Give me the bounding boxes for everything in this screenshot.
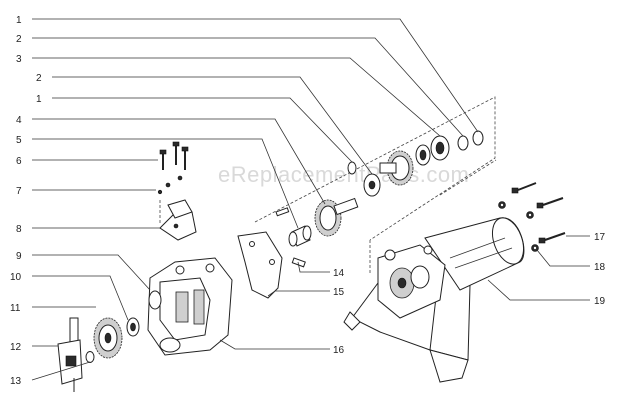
leader-lines-right bbox=[31, 18, 590, 381]
screw-6-group bbox=[157, 141, 189, 195]
pin-part bbox=[291, 257, 306, 268]
clamp-part bbox=[57, 317, 83, 392]
motor-assembly bbox=[343, 217, 525, 383]
callout-18: 18 bbox=[594, 262, 606, 273]
callout-2-upper: 2 bbox=[16, 34, 22, 45]
callout-12: 12 bbox=[10, 342, 22, 353]
callout-1-upper: 1 bbox=[16, 15, 22, 26]
assembly-guide-lines bbox=[159, 96, 497, 275]
screw-17-group bbox=[511, 182, 566, 244]
callout-19: 19 bbox=[594, 296, 606, 307]
gear-train bbox=[275, 130, 484, 247]
callout-1-lower: 1 bbox=[36, 94, 42, 105]
motor-mount-part bbox=[159, 199, 197, 241]
callout-8: 8 bbox=[16, 224, 22, 235]
callout-11: 11 bbox=[10, 303, 21, 314]
washer-18-group bbox=[498, 201, 539, 252]
callout-10: 10 bbox=[10, 272, 22, 283]
callout-7: 7 bbox=[16, 186, 22, 197]
gasket-part bbox=[237, 231, 283, 299]
callout-3: 3 bbox=[16, 54, 22, 65]
callout-16: 16 bbox=[333, 345, 345, 356]
callout-17: 17 bbox=[594, 232, 606, 243]
bearing-part bbox=[93, 317, 123, 359]
callout-6: 6 bbox=[16, 156, 22, 167]
callout-4: 4 bbox=[16, 115, 22, 126]
callout-5: 5 bbox=[16, 135, 22, 146]
gear-housing bbox=[147, 257, 233, 356]
callout-9: 9 bbox=[16, 251, 22, 262]
callout-15: 15 bbox=[333, 287, 345, 298]
callout-2-lower: 2 bbox=[36, 73, 42, 84]
callout-labels: 1 2 3 2 1 4 5 6 7 8 9 10 11 12 13 14 15 … bbox=[10, 15, 606, 387]
watermark-text: eReplacementParts.com bbox=[218, 162, 469, 187]
callout-13: 13 bbox=[10, 376, 22, 387]
callout-14: 14 bbox=[333, 268, 345, 279]
